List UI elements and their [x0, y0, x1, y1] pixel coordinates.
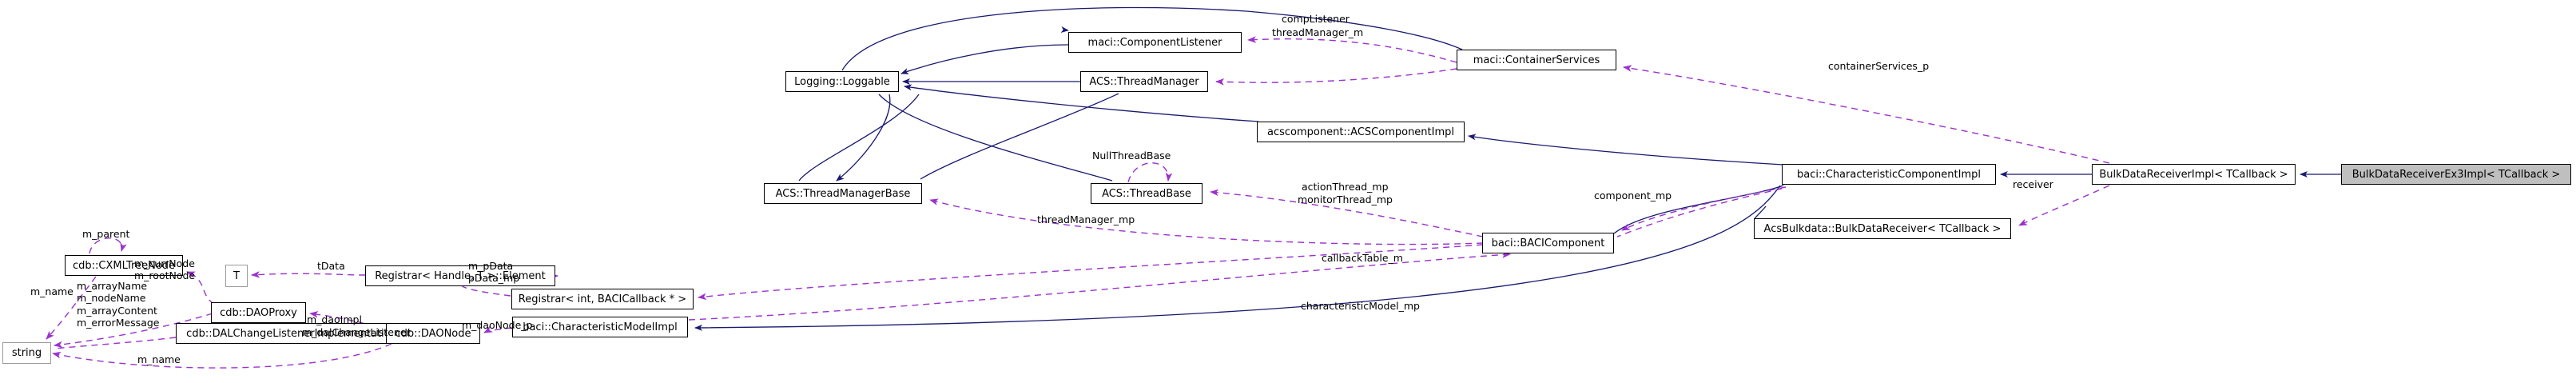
edge-label-m-name-daonode: m_name: [137, 353, 181, 365]
edge-threadmanager-threadmanagerbase: [920, 93, 1119, 180]
node-acs-threadmanagerbase[interactable]: ACS::ThreadManagerBase: [764, 183, 922, 204]
edge-element-t: [251, 271, 366, 278]
node-baci-bacicomponent[interactable]: baci::BACIComponent: [1482, 233, 1614, 253]
edge-label-m-daoimpl: m_daoImpl: [307, 313, 362, 325]
node-logging-loggable[interactable]: Logging::Loggable: [785, 71, 899, 92]
edge-label-receiver: receiver: [2013, 178, 2053, 190]
edge-label-tdata: tData: [317, 260, 345, 272]
edge-label-monitorthread-mp: monitorThread_mp: [1298, 193, 1393, 205]
edge-label-component-mp: component_mp: [1594, 190, 1672, 201]
edge-label-m-currnode: m_currNode: [134, 257, 195, 269]
edge-label-m-rootnode: m_rootNode: [134, 269, 196, 281]
edge-charmodelimpl-bacicomponent: [688, 251, 1511, 321]
edge-daonode-daoproxy: [309, 310, 387, 330]
node-cdb-daoproxy[interactable]: cdb::DAOProxy: [211, 302, 306, 323]
edge-componentlistener-loggable: [900, 44, 1069, 74]
edge-label-threadmanager-m: threadManager_m: [1272, 26, 1364, 38]
node-string[interactable]: string: [2, 342, 51, 364]
edge-label-pdata-mp: pData_mp: [468, 272, 520, 284]
edge-label-actionthread-mp: actionThread_mp: [1302, 181, 1389, 193]
edge-label-daoproxy-string-props: m_arrayName m_nodeName m_arrayContent m_…: [77, 280, 160, 329]
node-registrar-handle-t-element[interactable]: Registrar< Handle, T >::Element: [365, 265, 555, 286]
edge-label-m-parent: m_parent: [82, 228, 130, 240]
edge-daoproxy-cxmltreenode: [186, 271, 215, 305]
node-acs-threadbase[interactable]: ACS::ThreadBase: [1091, 183, 1203, 204]
edge-label-containerservices-p: containerServices_p: [1828, 60, 1930, 72]
edge-charcompimpl-acscomponentimpl: [1468, 134, 1784, 166]
node-maci-componentlistener[interactable]: maci::ComponentListener: [1068, 32, 1242, 53]
node-acsbulkdata-bulkdatareceiver[interactable]: AcsBulkdata::BulkDataReceiver< TCallback…: [1754, 218, 2011, 239]
node-acscomponent-acscomponentimpl[interactable]: acscomponent::ACSComponentImpl: [1257, 122, 1465, 142]
edge-crosser-b: [798, 94, 920, 182]
edge-loggable-threadbase: [909, 94, 1103, 181]
edge-arc2-loggable: [1060, 26, 1069, 33]
edge-threadbase-self: [1127, 162, 1173, 183]
edge-dalchange-string: [54, 337, 177, 349]
edge-top-arc-containerservices: [1246, 10, 1463, 50]
edge-label-nullthreadbase: NullThreadBase: [1092, 150, 1171, 162]
edge-label-m-pdata: m_pData: [468, 260, 514, 272]
edge-extra-1: [1616, 188, 1783, 237]
node-baci-characteristiccomponentimpl[interactable]: baci::CharacteristicComponentImpl: [1782, 164, 1996, 185]
node-template-parameter-t[interactable]: T: [225, 265, 248, 287]
edge-charmodelimpl-charcompimpl: [694, 185, 1781, 331]
node-acs-threadmanager[interactable]: ACS::ThreadManager: [1080, 71, 1208, 92]
edge-label-complistener: compListener: [1282, 13, 1350, 25]
edge-label-m-daonode-p: m_daoNode_p: [462, 319, 533, 331]
node-registrar-int-bacicallback[interactable]: Registrar< int, BACICallback * >: [511, 289, 694, 309]
edge-crosser-a: [878, 94, 1113, 182]
node-maci-containerservices[interactable]: maci::ContainerServices: [1457, 50, 1616, 70]
edge-bdrimpl-containerservices: [1623, 65, 2110, 164]
edge-label-m-name-cxml: m_name: [30, 285, 74, 297]
node-bulkdatareceiverimpl[interactable]: BulkDataReceiverImpl< TCallback >: [2092, 164, 2296, 185]
edge-label-characteristicmodel-mp: characteristicModel_mp: [1301, 300, 1420, 312]
edge-cxmltreenode-self: [89, 237, 127, 254]
edge-top-arc-loggable: [841, 6, 1247, 71]
edge-label-m-dalchangelistener: m_dalChangeListener: [302, 326, 411, 338]
edge-charcompimpl-bacicomponent: [1621, 186, 1787, 231]
edge-containerservices-threadmanager: [1215, 68, 1457, 86]
node-cdb-dalchangelistenerimplementation[interactable]: cdb::DALChangeListenerImplementation: [176, 323, 407, 344]
edge-label-callbacktable-m: callbackTable_m: [1322, 252, 1403, 264]
edge-cxmltreenode-string: [46, 276, 97, 340]
edge-acscomponentimpl-loggable: [904, 84, 1259, 122]
edge-label-threadmanager-mp: threadManager_mp: [1037, 213, 1135, 225]
edge-charmodelimpl-daonode: [483, 325, 513, 333]
edge-containerservices-complistener: [1247, 36, 1457, 63]
edge-bdrimpl-bulkdatareceiver: [2018, 185, 2110, 226]
node-bulkdatareceiverex3impl[interactable]: BulkDataReceiverEx3Impl< TCallback >: [2341, 164, 2571, 185]
edge-bacicomponent-threadmanagerbase: [929, 198, 1484, 245]
edge-bacicomponent-threadbase: [1210, 189, 1484, 237]
edge-daonode-string: [52, 343, 392, 369]
node-baci-characteristicmodelimpl[interactable]: baci::CharacteristicModelImpl: [512, 317, 688, 337]
node-cdb-cxmltreenode[interactable]: cdb::CXMLTreeNode: [65, 255, 183, 276]
